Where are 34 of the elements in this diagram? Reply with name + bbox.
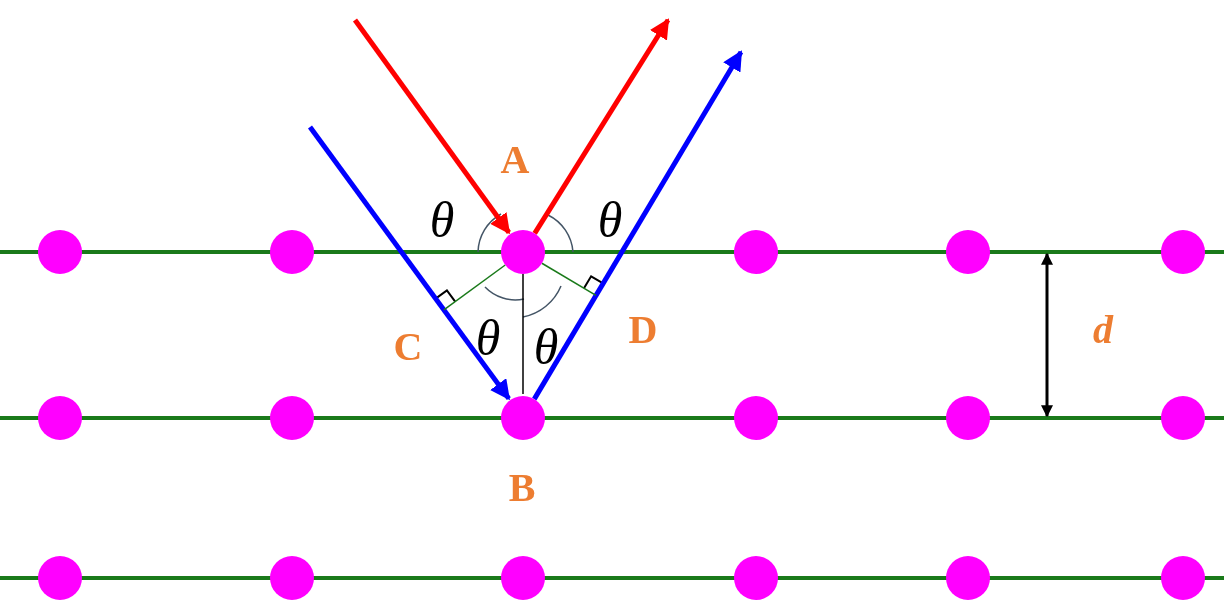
angle-label: θ: [475, 313, 501, 363]
atom-circle: [1161, 556, 1205, 600]
atom-circle: [270, 230, 314, 274]
ray-arrow: [308, 125, 511, 401]
atom-circle: [734, 396, 778, 440]
spacing-label: d: [1093, 310, 1113, 350]
atom-circle: [734, 556, 778, 600]
atom-circle: [946, 396, 990, 440]
atom-circle: [38, 556, 82, 600]
angle-label: θ: [597, 195, 623, 245]
angle-label: θ: [429, 195, 455, 245]
point-label: B: [508, 468, 536, 508]
atom-circle: [501, 556, 545, 600]
atom-circle: [946, 230, 990, 274]
atom-circle: [270, 556, 314, 600]
atom-circle: [501, 396, 545, 440]
atom-circle: [734, 230, 778, 274]
atom-circle: [501, 230, 545, 274]
atom-circle: [38, 396, 82, 440]
atom-circle: [1161, 396, 1205, 440]
ray-arrow: [532, 18, 671, 235]
point-label: D: [628, 310, 658, 350]
atom-circle: [946, 556, 990, 600]
ray-arrow: [352, 18, 511, 235]
point-label: C: [393, 327, 423, 367]
angle-label: θ: [533, 322, 559, 372]
ray-arrow: [532, 50, 744, 401]
atom-circle: [38, 230, 82, 274]
atom-circle: [270, 396, 314, 440]
atom-circle: [1161, 230, 1205, 274]
connector-line: [443, 264, 506, 311]
connector-line: [522, 273, 524, 395]
point-label: A: [500, 140, 530, 180]
connector-line: [541, 262, 597, 297]
